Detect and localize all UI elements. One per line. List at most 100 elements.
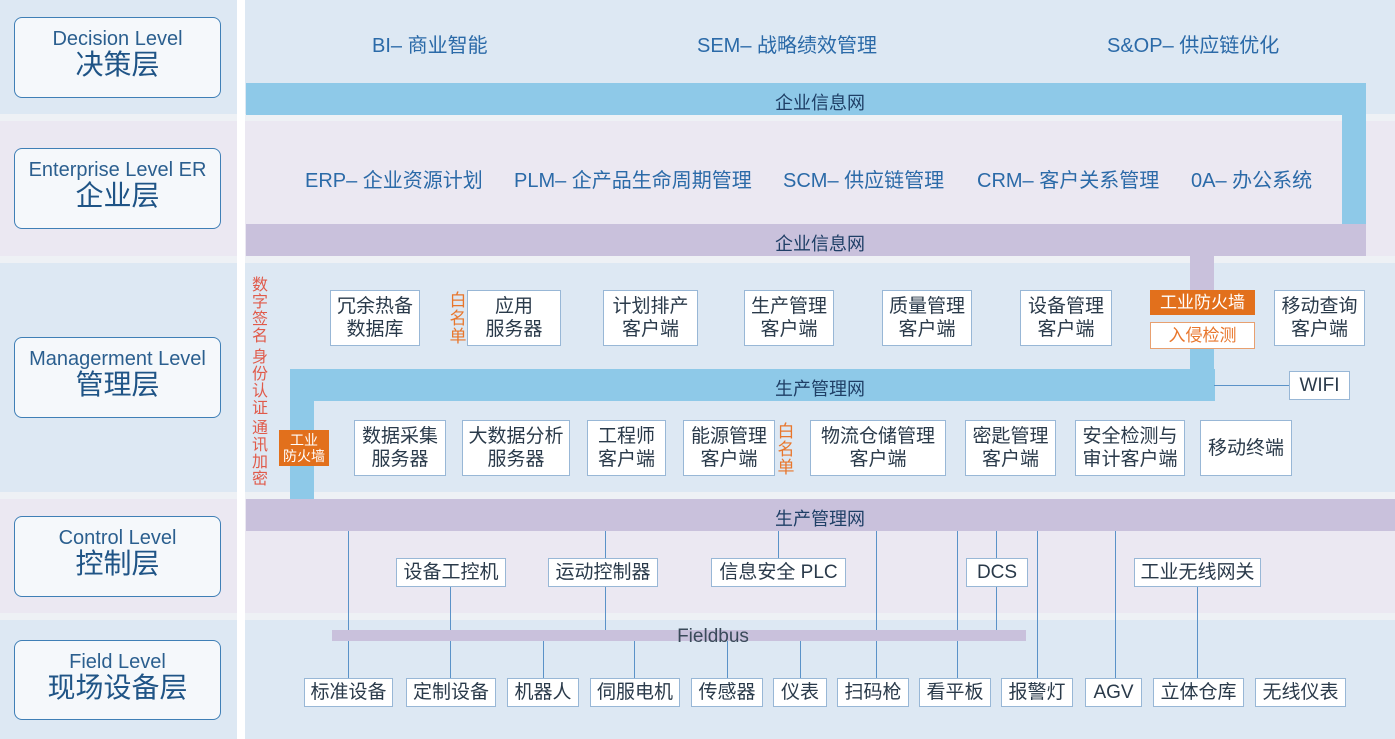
management-level-en: Managerment Level [29,348,206,370]
mgmt-box-mobile-query-client-l1: 移动查询 [1281,296,1358,317]
line-meter [800,640,801,679]
line-plc [778,531,779,558]
field-box-alarm-light: 报警灯 [1001,678,1073,707]
enterprise-level-zh: 企业层 [75,180,160,211]
decision-item-sop: S&OP– 供应链优化 [1107,35,1280,57]
line-alarm [1037,531,1038,679]
mgmt-box-mobile-terminal: 移动终端 [1200,420,1292,476]
mgmt-box-security-audit-client-l1: 安全检测与 [1082,426,1178,447]
mgmt-box-energy-client-l1: 能源管理 [690,426,767,447]
fieldbus-label: Fieldbus [677,626,749,647]
mgmt-box-security-audit-client: 安全检测与审计客户端 [1075,420,1185,476]
line-servo [634,640,635,679]
mgmt-box-equipment-client-l1: 设备管理 [1027,296,1104,317]
mgmt-box-equipment-client: 设备管理客户端 [1020,290,1112,346]
line-scanner [876,531,877,679]
mgmt-box-logistics-client-l1: 物流仓储管理 [820,426,935,447]
control-box-wireless-gateway: 工业无线网关 [1134,558,1261,587]
digital-signature-label: 数字签名 [251,277,268,345]
field-box-custom-device: 定制设备 [406,678,496,707]
industrial-firewall-left: 工业 防火墙 [279,430,329,466]
mgmt-box-bigdata-server-l2: 服务器 [487,449,545,470]
mgmt-box-bigdata-server: 大数据分析服务器 [462,420,570,476]
control-level-zh: 控制层 [75,548,160,579]
mgmt-box-quality-client-l1: 质量管理 [888,296,965,317]
mgmt-box-production-client: 生产管理客户端 [744,290,834,346]
line-motion-ctrl [605,531,606,558]
enterprise-net-bar-top [246,83,1366,115]
line-wireless-gw [1197,586,1198,679]
field-level-label: Field Level 现场设备层 [14,640,221,720]
mgmt-box-planning-client: 计划排产客户端 [603,290,698,346]
enterprise-level-en: Enterprise Level ER [28,159,207,181]
field-box-meter: 仪表 [773,678,827,707]
mgmt-box-energy-client: 能源管理客户端 [683,420,775,476]
line-sensor [727,640,728,679]
mgmt-box-logistics-client-l2: 客户端 [849,449,907,470]
decision-level-en: Decision Level [52,28,183,50]
mgmt-box-key-client-l2: 客户端 [981,449,1039,470]
line-dcs [996,531,997,558]
control-level-label: Control Level 控制层 [14,516,221,597]
mgmt-box-app-server-l1: 应用 [494,296,533,317]
enterprise-net-label-top: 企业信息网 [775,93,865,113]
mgmt-box-logistics-client: 物流仓储管理客户端 [810,420,946,476]
decision-item-bi: BI– 商业智能 [372,35,488,57]
mgmt-box-energy-client-l2: 客户端 [700,449,758,470]
field-box-tablet: 看平板 [919,678,991,707]
mgmt-box-planning-client-l2: 客户端 [621,319,679,340]
enterprise-item-oa: 0A– 办公系统 [1191,170,1313,192]
mgmt-box-redundant-db: 冗余热备数据库 [330,290,420,346]
line-motion-ctrl-bus [605,586,606,633]
production-net-bar-top [290,369,1215,401]
left-column-divider [237,0,245,739]
intrusion-detection-box: 入侵检测 [1150,322,1255,349]
mgmt-box-app-server: 应用服务器 [467,290,561,346]
enterprise-net-bar-bottom [246,224,1366,256]
enterprise-net-label-bottom: 企业信息网 [775,234,865,254]
line-std-device [348,531,349,679]
enterprise-to-firewall-connector [1190,256,1214,290]
decision-item-sem: SEM– 战略绩效管理 [697,35,878,57]
enterprise-level-label: Enterprise Level ER 企业层 [14,148,221,229]
management-level-zh: 管理层 [75,369,160,400]
identity-auth-label: 身份认证 [251,349,268,417]
mgmt-box-quality-client: 质量管理客户端 [882,290,972,346]
mgmt-box-key-client-l1: 密匙管理 [972,426,1049,447]
control-box-security-plc: 信息安全 PLC [711,558,846,587]
line-agv [1115,531,1116,679]
mgmt-box-data-collection-server-l1: 数据采集 [361,426,438,447]
mgmt-box-quality-client-l2: 客户端 [898,319,956,340]
line-dcs-bus [996,586,997,633]
fieldbus-bar [332,630,1026,641]
control-box-motion-controller: 运动控制器 [548,558,658,587]
mgmt-box-app-server-l2: 服务器 [485,319,543,340]
mgmt-box-production-client-l2: 客户端 [760,319,818,340]
field-box-servo-motor: 伺服电机 [590,678,680,707]
control-box-ipc: 设备工控机 [396,558,506,587]
field-box-sensor: 传感器 [691,678,763,707]
mgmt-box-bigdata-server-l1: 大数据分析 [468,426,564,447]
field-box-3d-warehouse: 立体仓库 [1153,678,1244,707]
field-box-agv: AGV [1085,678,1142,707]
mgmt-box-mobile-query-client: 移动查询客户端 [1274,290,1365,346]
control-box-dcs: DCS [966,558,1028,587]
field-box-standard-device: 标准设备 [304,678,393,707]
production-net-connector-up [1190,349,1214,371]
production-net-label-bottom: 生产管理网 [775,509,865,529]
enterprise-item-erp: ERP– 企业资源计划 [305,170,483,192]
whitelist-label-bottom: 白名单 [777,422,795,477]
mgmt-box-key-client: 密匙管理客户端 [965,420,1056,476]
management-level-label: Managerment Level 管理层 [14,337,221,418]
line-robot [543,640,544,679]
mgmt-box-redundant-db-l2: 数据库 [346,319,404,340]
field-box-scanner: 扫码枪 [837,678,909,707]
comm-encrypt-label: 通讯加密 [251,420,268,488]
mgmt-box-mobile-query-client-l2: 客户端 [1290,319,1348,340]
mgmt-box-security-audit-client-l2: 审计客户端 [1082,449,1178,470]
mgmt-box-equipment-client-l2: 客户端 [1037,319,1095,340]
whitelist-label-top: 白名单 [449,291,467,346]
enterprise-item-plm: PLM– 企产品生命周期管理 [514,170,752,192]
wifi-box: WIFI [1289,371,1350,400]
enterprise-item-crm: CRM– 客户关系管理 [977,170,1160,192]
